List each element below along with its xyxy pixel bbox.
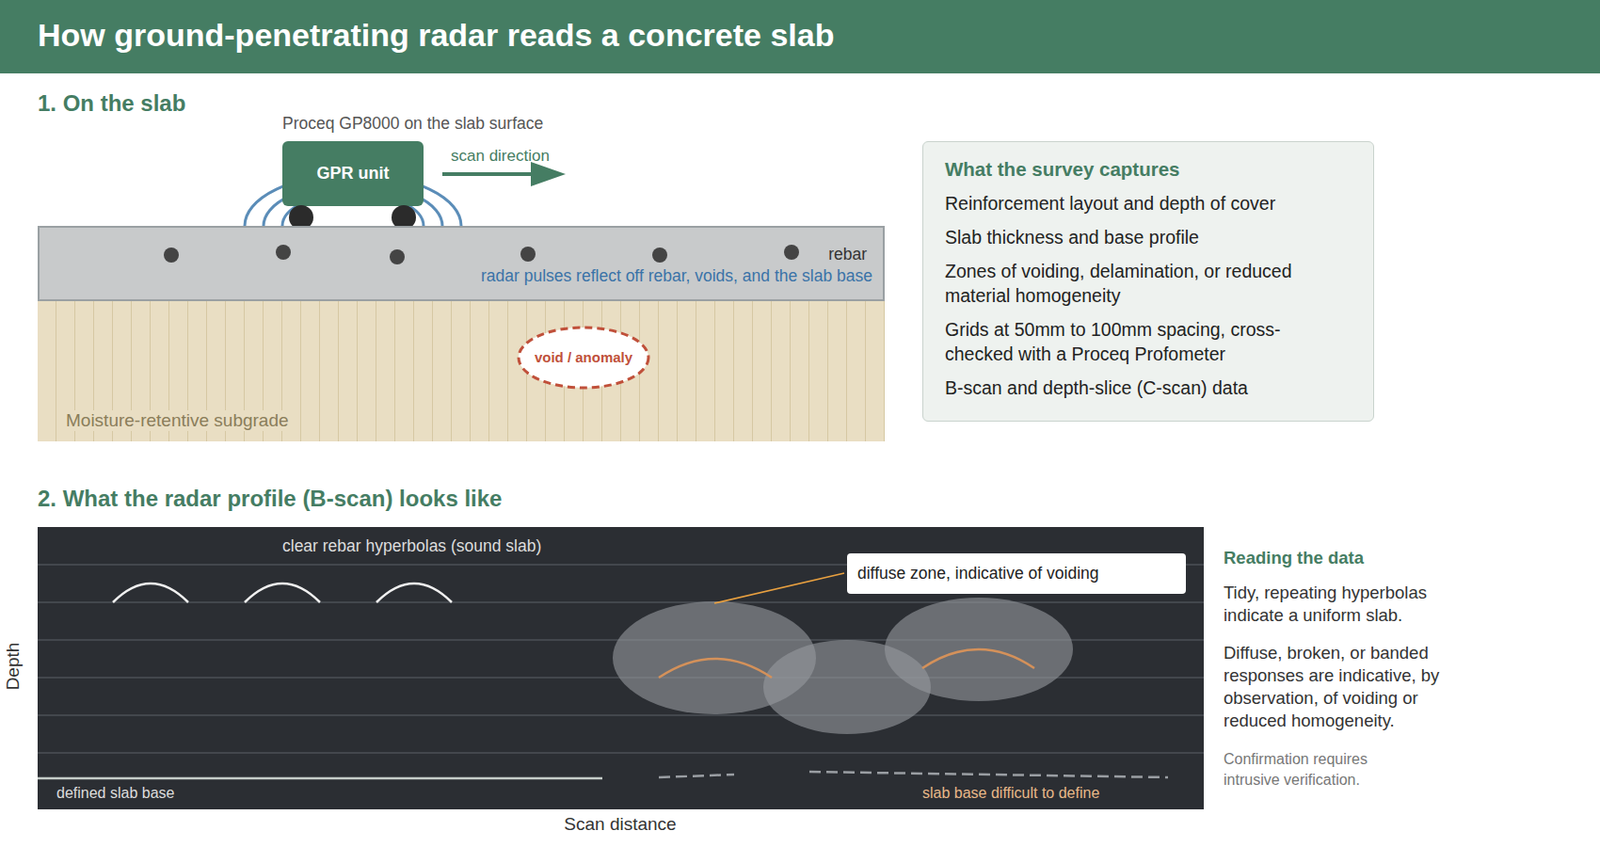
subgrade-ground (37, 301, 885, 442)
rebar-dot (275, 244, 291, 260)
section-heading: 2. What the radar profile (B-scan) looks… (37, 485, 502, 512)
hyperbola (244, 583, 320, 603)
bscan-panel: clear rebar hyperbolas (sound slab) defin… (37, 527, 1204, 810)
axis-label: Scan distance (563, 814, 676, 835)
hyperbolas (112, 583, 452, 603)
node-text: Reinforcement layout and depth of cover (944, 191, 1298, 216)
leader-line (714, 573, 845, 604)
subgrade-band: Moisture-retentive subgrade void / anoma… (37, 301, 885, 442)
arrow-head (530, 161, 566, 187)
hyperbola (376, 583, 452, 603)
scan-arrow (442, 172, 539, 176)
title-text: How ground-penetrating radar reads a con… (37, 16, 834, 54)
slab-base-dashed (658, 774, 735, 778)
rebar-dot (389, 249, 405, 265)
depth-gridline (37, 752, 1204, 754)
panel-heading: What the survey captures (944, 157, 1352, 182)
arrow-label: scan direction (450, 146, 550, 166)
node-text: slab base difficult to define (922, 784, 1100, 802)
node-text: defined slab base (56, 784, 175, 802)
sidebar-caveat: Confirmation requires intrusive verifica… (1223, 749, 1422, 790)
callout-box: diffuse zone, indicative of voiding (847, 553, 1186, 594)
device-label: Proceq GP8000 on the slab surface (282, 113, 544, 134)
node-text: Moisture-retentive subgrade (62, 410, 293, 432)
gpr-unit-box: GPR unit (282, 141, 424, 207)
node-text: B-scan and depth-slice (C-scan) data (944, 375, 1298, 400)
node-text: rebar (828, 244, 867, 265)
subgrade-stripes (37, 301, 885, 442)
axis-label: Depth (2, 642, 24, 691)
rebar-dot (652, 247, 668, 263)
section-heading: 1. On the slab (37, 90, 186, 117)
broken-hyperbola (922, 649, 1035, 669)
node-text: GPR unit (282, 141, 424, 207)
rebar-dot (520, 246, 536, 262)
survey-panel: What the survey capturesReinforcement la… (922, 141, 1375, 422)
node-text: diffuse zone, indicative of voiding (857, 553, 1100, 594)
node-text: Zones of voiding, delamination, or reduc… (944, 258, 1298, 308)
rebar-dot (784, 244, 800, 260)
slab-base-dashed (809, 771, 1168, 778)
depth-gridline (37, 601, 1204, 604)
rebar-dots (39, 227, 883, 300)
node-text: void / anomaly (516, 325, 651, 390)
node-text: clear rebar hyperbolas (sound slab) (282, 536, 542, 557)
hyperbola (112, 583, 189, 603)
broken-hyperbola (658, 658, 772, 678)
concrete-slab: rebarradar pulses reflect off rebar, voi… (37, 225, 885, 302)
sidebar-heading: Reading the data (1223, 547, 1364, 569)
node-text: radar pulses reflect off rebar, voids, a… (480, 266, 873, 287)
node-text: Grids at 50mm to 100mm spacing, cross-ch… (944, 317, 1298, 367)
diffuse-zone (884, 597, 1073, 702)
slab-base-line (37, 777, 603, 781)
sidebar-note: Tidy, repeating hyperbolas indicate a un… (1223, 581, 1442, 627)
rebar-dot (163, 247, 179, 263)
sidebar-note: Diffuse, broken, or banded responses are… (1223, 641, 1442, 733)
node-text: Slab thickness and base profile (944, 224, 1298, 250)
depth-gridline (37, 714, 1204, 717)
void-anomaly: void / anomaly (516, 325, 651, 390)
